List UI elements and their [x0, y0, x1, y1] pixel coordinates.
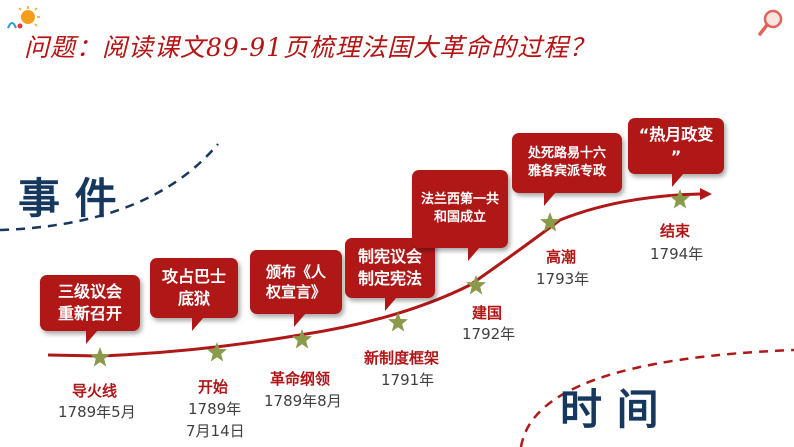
star-marker-5: [466, 275, 486, 295]
stage-label-5: 建国: [472, 304, 503, 322]
star-marker-1: [90, 347, 110, 367]
question-title: 问题：阅读课文89-91页梳理法国大革命的过程？: [24, 33, 596, 62]
event-bubble-bastille: 攻占巴士底狱: [150, 258, 238, 331]
date-label-1: 1789年5月: [58, 403, 136, 421]
star-marker-6: [540, 212, 560, 232]
stage-label-7: 结束: [660, 222, 691, 240]
event-bubble-estates-general: 三级议会重新召开: [40, 275, 140, 344]
event-bubble-republic: 法兰西第一共和国成立: [412, 170, 508, 261]
magnifier-icon[interactable]: [758, 8, 786, 38]
time-label: 时 间: [560, 385, 659, 434]
date-label-4: 1791年: [381, 371, 435, 389]
event-label: 事 件: [18, 174, 117, 223]
date-label-5: 1792年: [462, 325, 516, 343]
date-label-7: 1794年: [650, 245, 704, 263]
event-bubble-jacobin: 处死路易十六雅各宾派专政: [512, 133, 622, 206]
star-marker-2: [207, 342, 227, 362]
star-marker-7: [670, 189, 690, 209]
stage-label-6: 高潮: [546, 248, 577, 266]
date-label-3: 1789年8月: [264, 392, 342, 410]
date-label-6: 1793年: [536, 270, 590, 288]
star-marker-3: [292, 329, 312, 349]
date-label-2: 1789年: [188, 400, 242, 418]
star-marker-4: [388, 312, 408, 332]
event-bubble-constitution: 制宪议会制定宪法: [345, 238, 435, 311]
event-bubble-declaration: 颁布《人权宣言》: [250, 250, 342, 327]
date-label-2b: 7月14日: [186, 422, 245, 440]
stage-label-4: 新制度框架: [364, 349, 440, 367]
stage-label-1: 导火线: [72, 382, 118, 400]
event-dashed-arc: [0, 143, 219, 232]
stage-label-2: 开始: [198, 378, 229, 396]
event-bubble-thermidor: “热月政变”: [628, 118, 724, 187]
sun-logo-icon: [7, 6, 40, 29]
time-dashed-arc: [519, 348, 794, 447]
stage-label-3: 革命纲领: [270, 370, 331, 388]
